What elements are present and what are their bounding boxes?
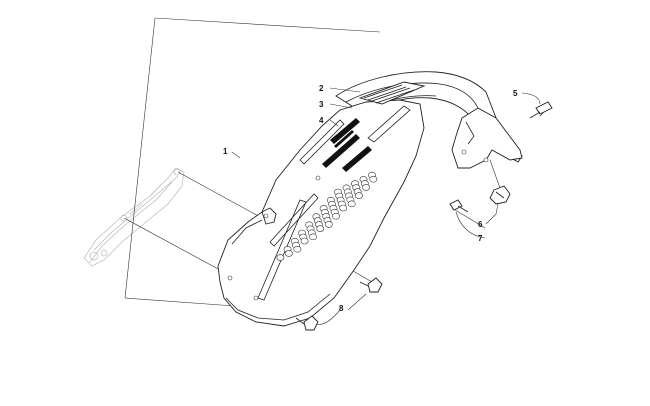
nut-6-icon — [489, 185, 511, 205]
callout-3: 3 — [319, 100, 324, 109]
callout-6: 6 — [478, 220, 483, 229]
callout-1: 1 — [223, 147, 228, 156]
bolt-8-lower-icon — [295, 315, 319, 331]
callout-leaders — [315, 87, 541, 325]
perforation-hole — [324, 221, 333, 228]
callout-4: 4 — [319, 116, 324, 125]
bolt-8-upper-icon — [359, 277, 383, 293]
callout-numbers: 1 2 3 4 5 6 7 8 — [223, 84, 518, 313]
perforation-hole — [316, 225, 325, 232]
perforation-hole — [309, 233, 317, 241]
callout-5: 5 — [513, 89, 518, 98]
perforation-hole — [284, 250, 293, 257]
perforation-hole — [347, 200, 356, 208]
bolt-5-icon — [529, 101, 553, 119]
screw-7-icon — [449, 199, 469, 213]
perforation-hole — [369, 175, 378, 183]
perforation-pattern — [276, 171, 378, 261]
perforation-hole — [354, 192, 363, 199]
fasteners — [295, 101, 553, 331]
callout-7: 7 — [478, 234, 483, 243]
callout-8: 8 — [339, 304, 344, 313]
perforation-hole — [339, 204, 348, 212]
callout-2: 2 — [319, 84, 324, 93]
tunnel-rail-phantom — [83, 167, 185, 267]
decal-labels — [322, 118, 372, 172]
snow-flap — [217, 71, 523, 327]
perforation-hole — [276, 254, 285, 261]
perforation-hole — [332, 212, 340, 220]
perforation-hole — [362, 184, 370, 191]
perforation-hole — [293, 245, 302, 253]
perforation-hole — [300, 237, 309, 245]
